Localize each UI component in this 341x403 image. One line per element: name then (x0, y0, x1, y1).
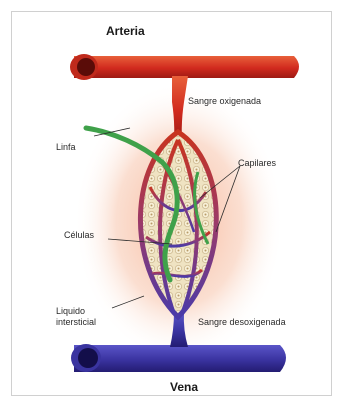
capillary-bed-illustration (12, 12, 331, 395)
liquido-label-line2: intersticial (56, 317, 96, 327)
capilares-label: Capilares (238, 158, 276, 168)
diagram-frame: Arteria Sangre oxigenada Linfa Capilares… (11, 11, 332, 396)
sangre-oxigenada-label: Sangre oxigenada (188, 96, 261, 106)
celulas-label: Células (64, 230, 94, 240)
liquido-label-line1: Liquido (56, 306, 85, 316)
vena-label: Vena (170, 382, 198, 392)
arteria-label: Arteria (106, 26, 145, 36)
sangre-desoxigenada-label: Sangre desoxigenada (198, 317, 286, 327)
linfa-label: Linfa (56, 142, 76, 152)
